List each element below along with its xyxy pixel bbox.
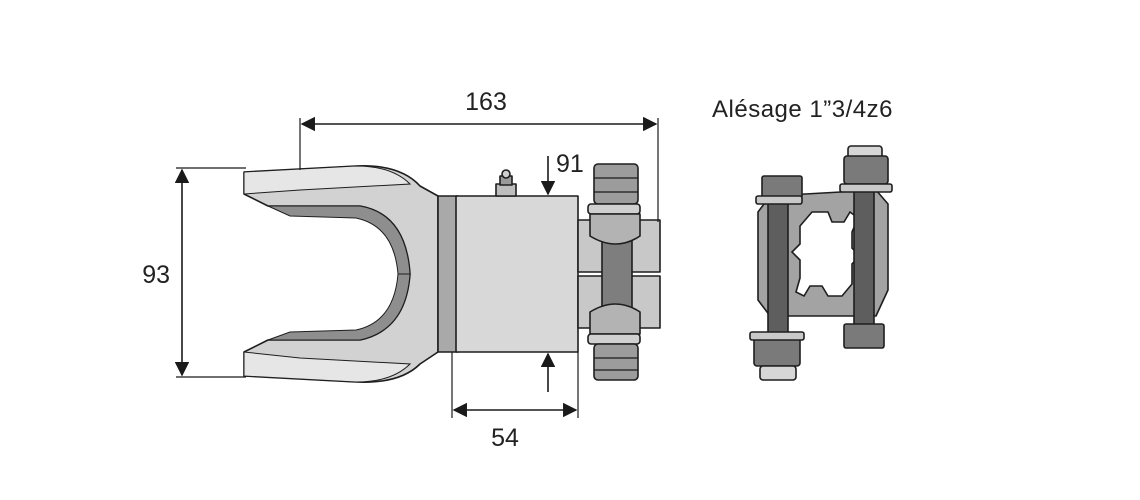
end-view-bolt-left [767,195,789,341]
clamp-washer-top [587,203,641,215]
clamp-nut-top [593,163,639,205]
end-view-yoke [749,145,893,381]
clamp-bolt-collar-bottom [589,303,641,335]
end-view-nut-right-top [843,155,889,185]
dimension-label-hub-length: 54 [491,424,519,452]
clamp-washer-bottom [587,333,641,345]
end-view-nut-right-bottom [843,323,885,349]
yoke-fork-tip-top [243,165,412,195]
dimension-label-overall-length: 163 [465,88,507,116]
dimension-overall-length: 163 [299,88,659,222]
bore-caption: Alésage 1”3/4z6 [712,96,893,123]
dimension-label-hub-height: 91 [556,150,584,178]
dimension-hub-length: 54 [451,352,579,452]
side-view-yoke [243,163,661,383]
clamp-nut-bottom [593,343,639,381]
grease-nipple-icon [495,169,517,197]
splined-bore-icon [790,210,862,298]
yoke-fork-shading-bottom [267,273,411,341]
end-view-nut-left-top [761,175,803,199]
clamp-bolt-collar-top [589,213,641,245]
yoke-hub [455,195,579,353]
dimension-label-fork-height: 93 [142,261,170,289]
yoke-collar [437,195,459,353]
yoke-fork-tip-bottom [243,351,412,383]
dimension-hub-height: 91 [540,150,584,392]
dimension-fork-height: 93 [142,167,246,378]
